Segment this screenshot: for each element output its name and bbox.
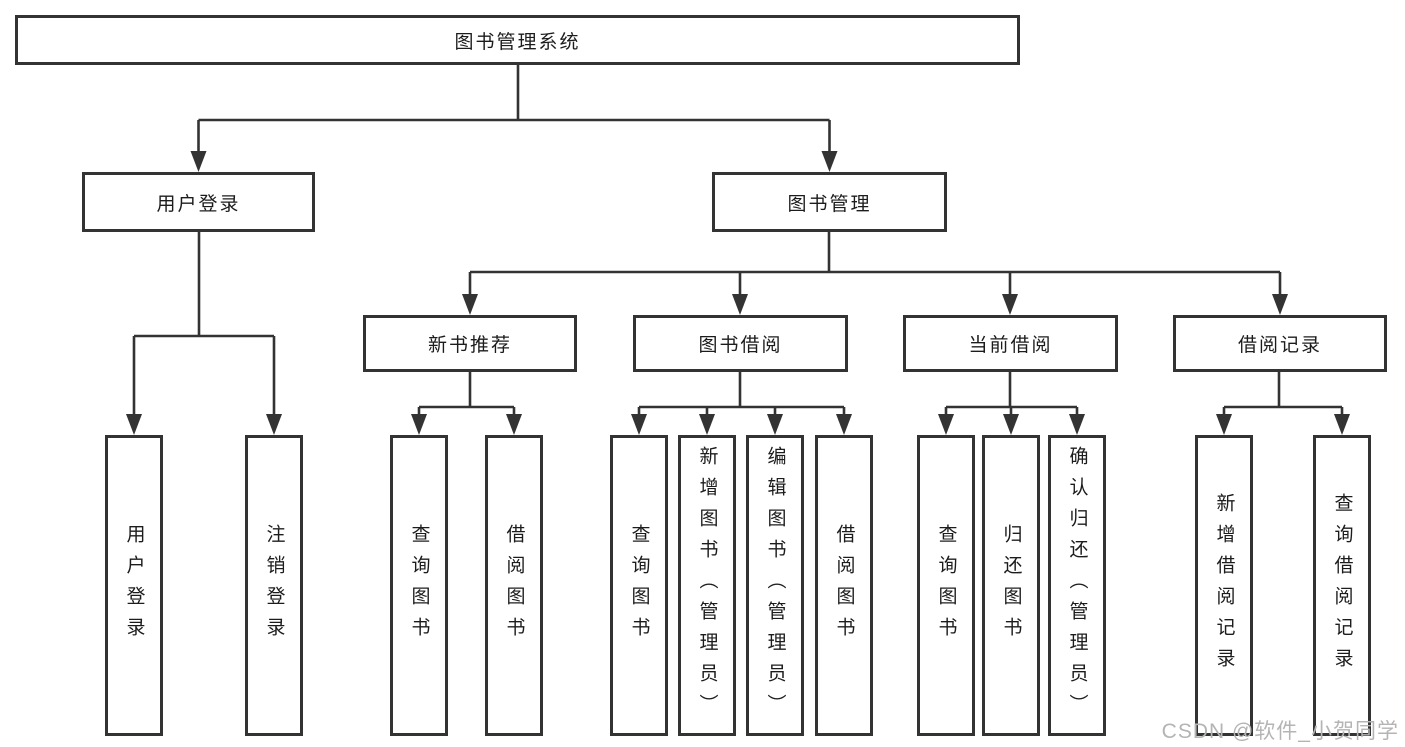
node-book-borrowing: 图书借阅 <box>633 315 848 372</box>
leaf-borrow-books-label: 借阅图书 <box>833 523 855 648</box>
leaf-borrow-books-recommend-label: 借阅图书 <box>503 523 525 648</box>
leaf-query-books-recommend: 查询图书 <box>390 435 448 736</box>
leaf-edit-books-admin-label: 编辑图书（管理员） <box>764 446 786 725</box>
node-book-management-label: 图书管理 <box>787 193 872 215</box>
leaf-return-books-label: 归还图书 <box>1000 523 1022 648</box>
node-borrowing-records-label: 借阅记录 <box>1237 335 1322 356</box>
leaf-add-borrow-record-label: 新增借阅记录 <box>1213 492 1235 679</box>
leaf-query-borrow-record: 查询借阅记录 <box>1313 435 1371 736</box>
leaf-user-login-label: 用户登录 <box>123 523 145 648</box>
node-root-library-management-system: 图书管理系统 <box>15 15 1020 65</box>
node-new-book-recommendation-label: 新书推荐 <box>427 335 512 356</box>
node-borrowing-records: 借阅记录 <box>1173 315 1387 372</box>
leaf-confirm-return-admin-label: 确认归还（管理员） <box>1066 446 1088 725</box>
node-new-book-recommendation: 新书推荐 <box>363 315 577 372</box>
leaf-logout-label: 注销登录 <box>263 523 285 648</box>
leaf-logout: 注销登录 <box>245 435 303 736</box>
node-current-borrowing-label: 当前借阅 <box>968 335 1053 356</box>
leaf-borrow-books-recommend: 借阅图书 <box>485 435 543 736</box>
node-root-label: 图书管理系统 <box>454 31 581 53</box>
leaf-query-books-current-label: 查询图书 <box>935 523 957 648</box>
leaf-borrow-books: 借阅图书 <box>815 435 873 736</box>
node-current-borrowing: 当前借阅 <box>903 315 1118 372</box>
leaf-query-books-borrow-label: 查询图书 <box>628 523 650 648</box>
leaf-query-books-current: 查询图书 <box>917 435 975 736</box>
node-book-borrowing-label: 图书借阅 <box>698 335 783 356</box>
leaf-confirm-return-admin: 确认归还（管理员） <box>1048 435 1106 736</box>
leaf-user-login: 用户登录 <box>105 435 163 736</box>
node-user-login-label: 用户登录 <box>156 193 241 215</box>
watermark-text: CSDN @软件_小贺同学 <box>1161 720 1399 743</box>
leaf-add-books-admin-label: 新增图书（管理员） <box>696 446 718 725</box>
leaf-query-books-recommend-label: 查询图书 <box>408 523 430 648</box>
leaf-query-borrow-record-label: 查询借阅记录 <box>1331 492 1353 679</box>
leaf-return-books: 归还图书 <box>982 435 1040 736</box>
leaf-add-borrow-record: 新增借阅记录 <box>1195 435 1253 736</box>
leaf-query-books-borrow: 查询图书 <box>610 435 668 736</box>
node-user-login: 用户登录 <box>82 172 315 232</box>
leaf-add-books-admin: 新增图书（管理员） <box>678 435 736 736</box>
leaf-edit-books-admin: 编辑图书（管理员） <box>746 435 804 736</box>
node-book-management: 图书管理 <box>712 172 947 232</box>
